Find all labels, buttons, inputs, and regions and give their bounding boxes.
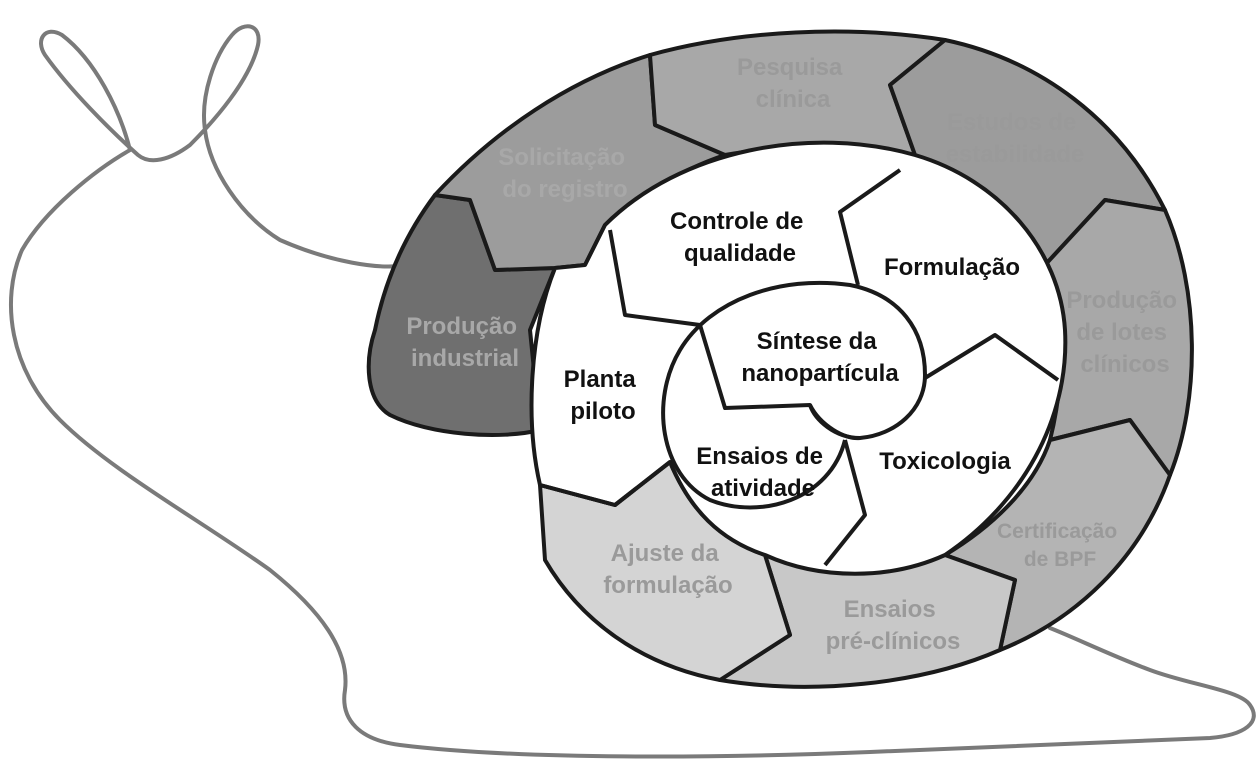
center-spiral [808,404,861,441]
label-ensaios-preclinicos: Ensaios pré-clínicos [826,596,961,655]
inner-divider-toxicologia [923,333,1060,382]
label-producao-lotes: Produção de lotes clínicos [1066,287,1183,378]
inner-divider-planta-ajuste [539,460,672,507]
label-sintese-nanoparticula: Síntese da nanopartícula [741,328,899,387]
label-formulacao: Formulação [884,254,1020,281]
label-estudos-estabilidade: Estudos de estabilidade [946,109,1085,168]
segment-producao-industrial [366,193,557,437]
snail-body-outline [8,24,1256,759]
inner-divider-formulacao [838,168,902,286]
inner-ring-background [529,140,1068,576]
label-toxicologia: Toxicologia [879,448,1011,475]
label-solicitacao-registro: Solicitação do registro [498,144,631,203]
inner-divider-ensaios-tox [823,439,867,567]
inner-spiral-ring [661,280,927,510]
label-certificacao-bpf: Certificação de BPF [997,520,1123,571]
label-planta-piloto: Planta piloto [564,366,643,425]
label-ajuste-formulacao: Ajuste da formulação [603,540,732,599]
inner-divider-controle-planta [608,229,701,327]
label-controle-qualidade: Controle de qualidade [670,208,810,267]
label-pesquisa-clinica: Pesquisa clínica [737,54,849,113]
label-producao-industrial: Produção industrial [406,313,523,372]
label-ensaios-atividade: Ensaios de atividade [696,443,829,502]
